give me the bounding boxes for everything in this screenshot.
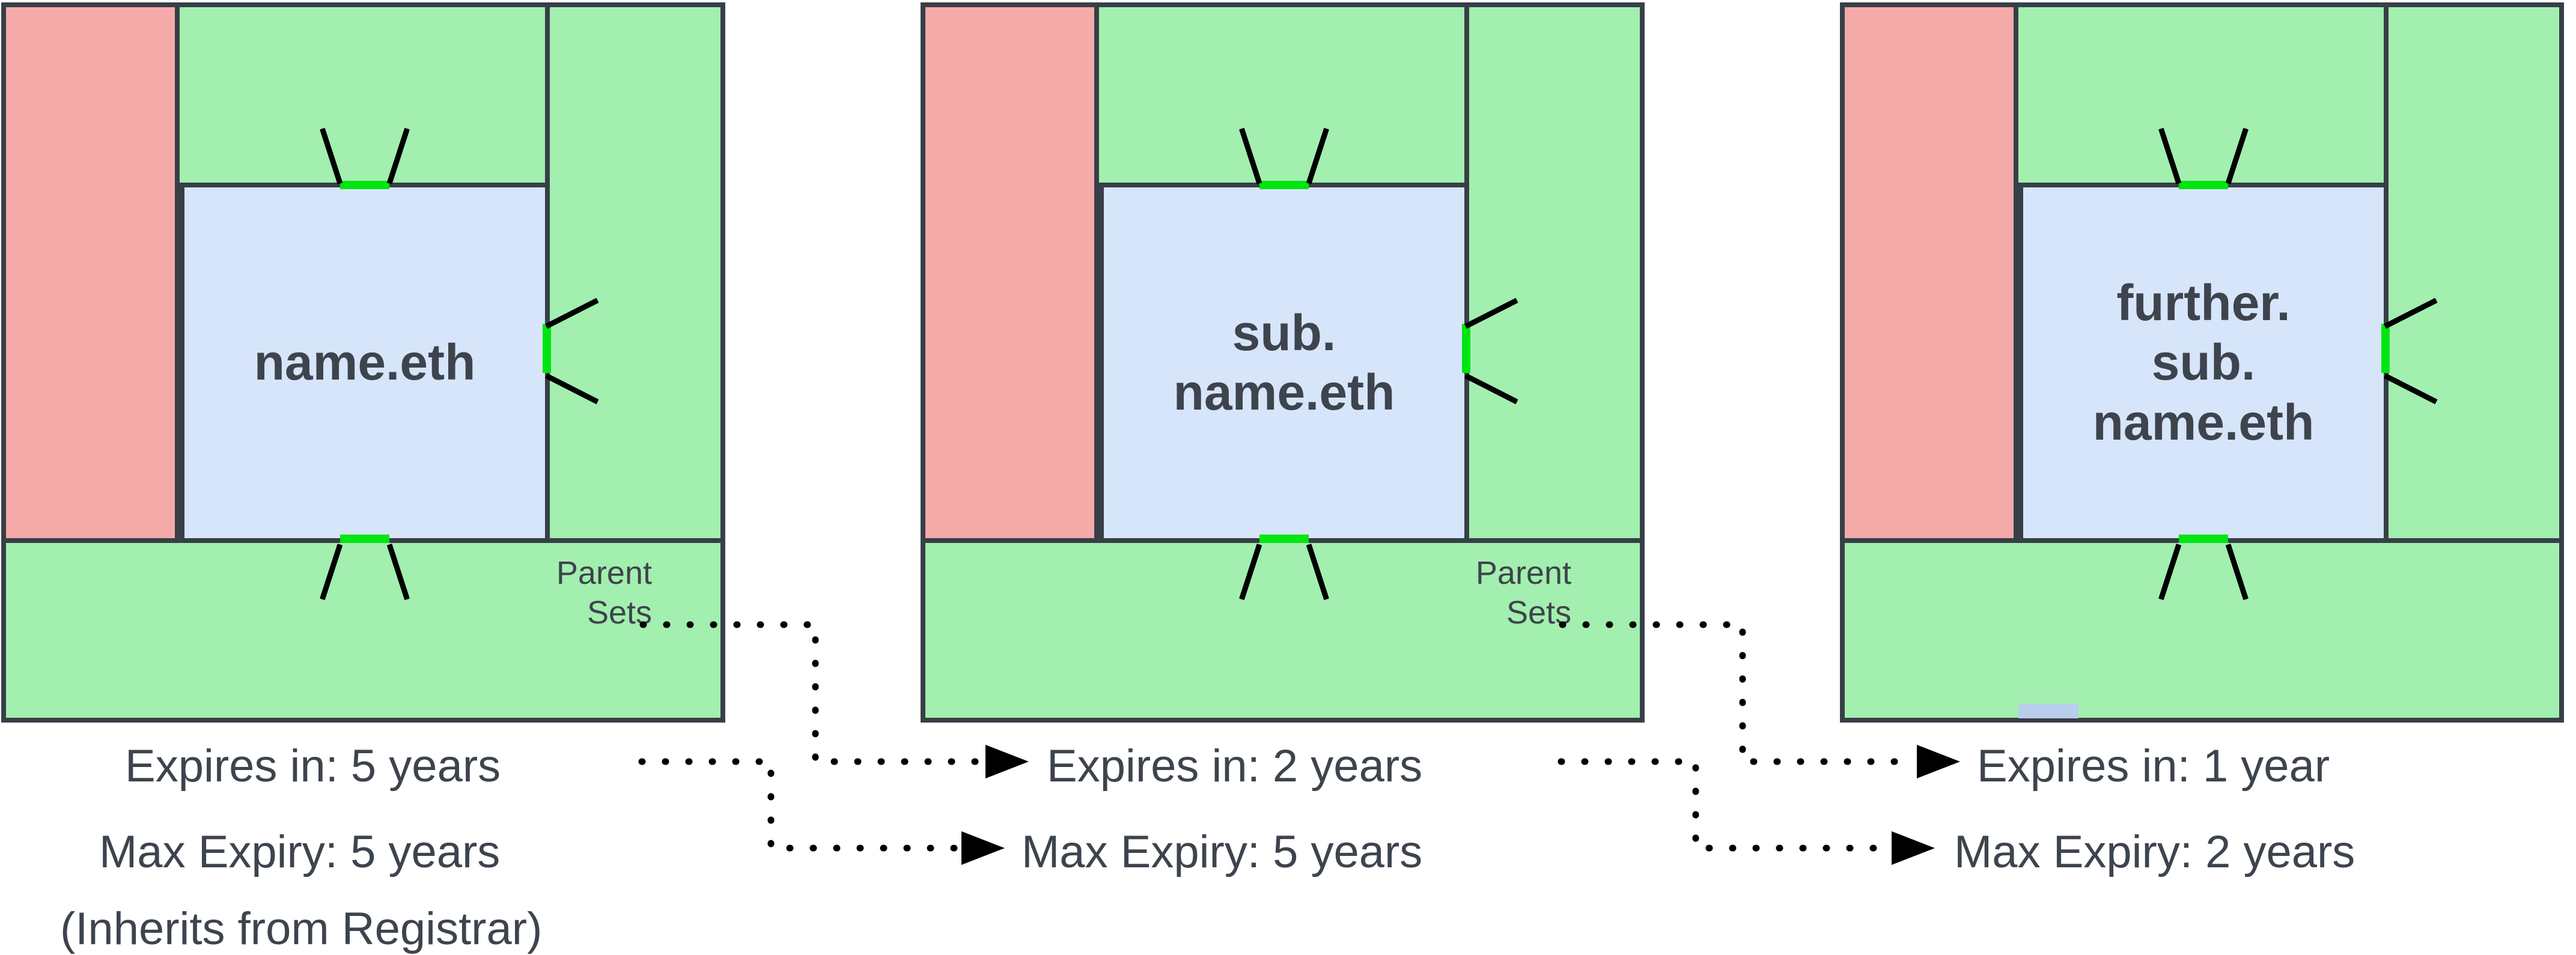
expiry-marker-bottom-1 [340, 535, 389, 543]
registrar-locked-column-2 [925, 7, 1099, 538]
inherits-note-label-1: (Inherits from Registrar) [60, 903, 543, 954]
name-card: name.eth Parent Sets [1, 2, 725, 723]
arrowhead-icon [961, 831, 1005, 865]
max-expiry-label-3: Max Expiry: 2 years [1954, 826, 2355, 878]
expiry-marker-right-3 [2381, 324, 2390, 373]
expiry-marker-top-3 [2179, 181, 2228, 189]
further-sub-name-card: further. sub. name.eth [1840, 2, 2564, 723]
expiry-marker-bottom-3 [2179, 535, 2228, 543]
registrar-locked-column-3 [1845, 7, 2018, 538]
expires-label-3: Expires in: 1 year [1977, 741, 2330, 792]
expires-label-1: Expires in: 5 years [125, 741, 501, 792]
name-box-1: name.eth [180, 183, 550, 543]
expiry-marker-right-2 [1462, 324, 1470, 373]
name-box-underlay-3 [2018, 704, 2078, 718]
arrowhead-icon [1917, 745, 1960, 778]
max-expiry-label-1: Max Expiry: 5 years [99, 826, 501, 878]
sub-name-card: sub. name.eth Parent Sets [921, 2, 1645, 723]
connector-expires-2-to-max-expiry-3 [1557, 758, 1935, 865]
connector-parent-sets-2-to-expires-3 [1559, 621, 1960, 778]
name-label-2: sub. name.eth [1173, 304, 1395, 420]
connector-expires-1-to-max-expiry-2 [638, 758, 1005, 865]
expiry-marker-right-1 [543, 324, 551, 373]
max-expiry-label-2: Max Expiry: 5 years [1022, 826, 1423, 878]
name-label-1: name.eth [254, 334, 476, 391]
connector-parent-sets-1-to-expires-2 [639, 621, 1029, 778]
expiry-marker-top-1 [340, 181, 389, 189]
arrowhead-icon [1892, 831, 1935, 865]
expiry-marker-bottom-2 [1259, 535, 1309, 543]
name-label-3: further. sub. name.eth [2092, 274, 2315, 450]
expiry-marker-top-2 [1259, 181, 1309, 189]
arrowhead-icon [985, 745, 1029, 778]
expires-label-2: Expires in: 2 years [1047, 741, 1423, 792]
registrar-locked-column-1 [6, 7, 180, 538]
